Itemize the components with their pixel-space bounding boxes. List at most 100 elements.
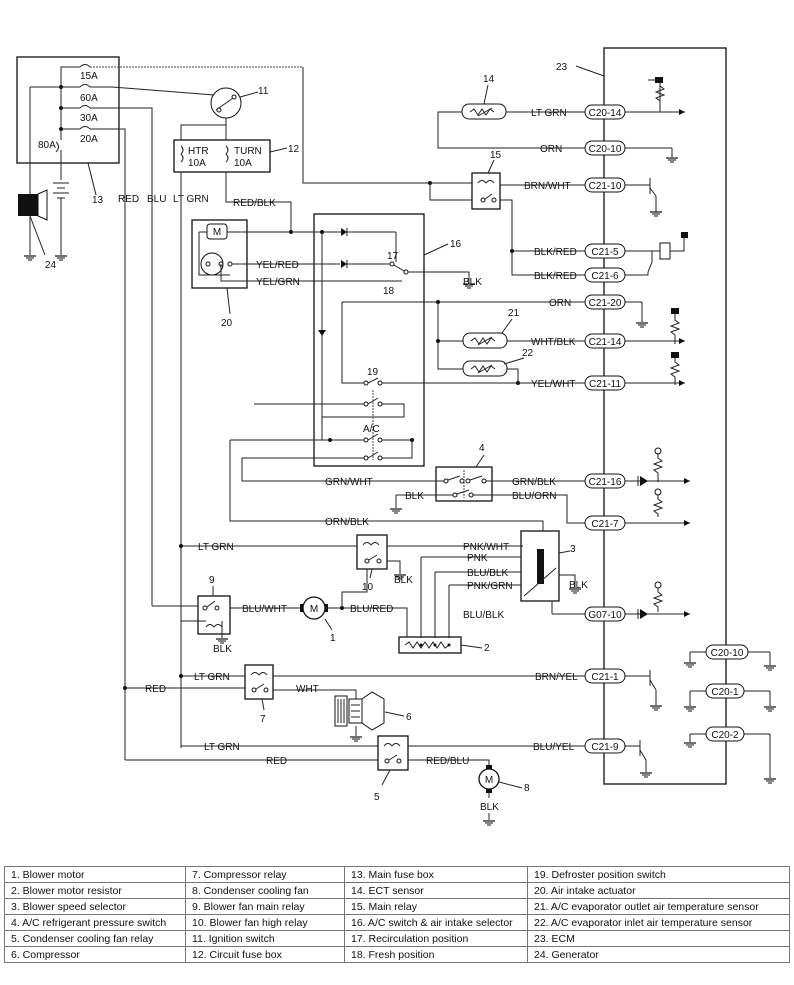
main-fuse-box: 15A 60A 30A 20A 80A 13 <box>16 56 303 760</box>
fuse-turn-amps: 10A <box>234 158 252 169</box>
compressor: 6 <box>334 691 412 742</box>
legend-item: 19. Defroster position switch <box>527 866 790 883</box>
wire-yel-grn-label: YEL/GRN <box>256 277 300 288</box>
ignition-switch: 11 <box>111 86 269 140</box>
ecm: 23 <box>556 47 777 785</box>
blower-motor-symbol: M <box>310 604 318 615</box>
connector-c20-10-right: C20-10 <box>711 648 744 659</box>
callout-7: 7 <box>260 714 266 725</box>
legend-item: 23. ECM <box>527 930 790 947</box>
legend-item: 11. Ignition switch <box>185 930 345 947</box>
ecm-connectors: C20-14 C20-10 C21-10 C21-5 C21-6 C21-20 … <box>584 104 749 754</box>
callout-15: 15 <box>490 150 502 161</box>
legend-item: 1. Blower motor <box>4 866 186 883</box>
connector-c20-2: C20-2 <box>711 730 739 741</box>
wire-lt-grn-10-label: LT GRN <box>198 542 234 553</box>
callout-16: 16 <box>450 239 462 250</box>
connector-c21-5: C21-5 <box>591 247 619 258</box>
connector-c21-16: C21-16 <box>589 477 622 488</box>
callout-19: 19 <box>367 367 379 378</box>
blower-speed-selector: 3 BLK <box>520 530 588 614</box>
legend-item: 4. A/C refrigerant pressure switch <box>4 914 186 931</box>
wire-blu-label: BLU <box>147 194 166 205</box>
blower-fan-high-relay: 10 <box>179 534 523 608</box>
wire-yel-wht-label: YEL/WHT <box>531 379 575 390</box>
callout-24: 24 <box>45 260 57 271</box>
wire-lt-grn-label: LT GRN <box>173 194 209 205</box>
fuse-20a-label: 20A <box>80 134 98 145</box>
ect-sensor: 14 <box>437 74 585 149</box>
callout-14: 14 <box>483 74 495 85</box>
wiring-diagram: 23 <box>16 47 777 826</box>
fuse-15a-label: 15A <box>80 71 98 82</box>
fuse-turn-label: TURN <box>234 146 262 157</box>
callout-22: 22 <box>522 348 534 359</box>
callout-4: 4 <box>479 443 485 454</box>
wire-brn-wht-label: BRN/WHT <box>524 181 571 192</box>
callout-2: 2 <box>484 643 490 654</box>
wire-orn-label: ORN <box>540 144 562 155</box>
connector-c20-1: C20-1 <box>711 687 739 698</box>
wire-red-label: RED <box>118 194 139 205</box>
connector-c20-10: C20-10 <box>589 144 622 155</box>
wire-blk-8-label: BLK <box>480 802 499 813</box>
wire-blk-17-label: BLK <box>463 277 482 288</box>
legend-item: 14. ECT sensor <box>344 882 528 899</box>
fuse-htr-amps: 10A <box>188 158 206 169</box>
condenser-cooling-fan: M BLK 8 <box>478 765 530 826</box>
wire-lt-grn-5-label: LT GRN <box>204 742 240 753</box>
wire-red-5-label: RED <box>266 756 287 767</box>
compressor-relay: 7 <box>123 664 585 725</box>
blower-motor: M 1 <box>300 596 408 644</box>
legend-item: 17. Recirculation position <box>344 930 528 947</box>
wire-red-7-label: RED <box>145 684 166 695</box>
connector-c21-7: C21-7 <box>591 519 619 530</box>
connector-c21-9: C21-9 <box>591 742 619 753</box>
connector-c21-20: C21-20 <box>589 298 622 309</box>
wire-grn-blk-label: GRN/BLK <box>512 477 556 488</box>
connector-c20-14: C20-14 <box>589 108 622 119</box>
callout-5: 5 <box>374 792 380 803</box>
fan-motor-symbol: M <box>485 775 493 786</box>
legend-item: 16. A/C switch & air intake selector <box>344 914 528 931</box>
callout-17: 17 <box>387 251 399 262</box>
wire-blk-3-label: BLK <box>569 580 588 591</box>
wire-blu-wht-label: BLU/WHT <box>242 604 287 615</box>
legend-item: 22. A/C evaporator inlet air temperature… <box>527 914 790 931</box>
component-legend: 1. Blower motor 7. Compressor relay 13. … <box>4 866 790 963</box>
wire-pnk-grn-label: PNK/GRN <box>467 581 513 592</box>
main-relay: 15 <box>429 150 585 276</box>
wire-blu-red-label: BLU/RED <box>350 604 393 615</box>
actuator-motor-symbol: M <box>213 227 221 238</box>
ac-switch-label: A/C <box>363 424 380 435</box>
wire-brn-yel-label: BRN/YEL <box>535 672 578 683</box>
evaporator-outlet-sensor: 21 <box>462 308 585 349</box>
condenser-cooling-fan-relay: 5 <box>125 735 585 803</box>
connector-g07-10: G07-10 <box>588 610 622 621</box>
callout-3: 3 <box>570 544 576 555</box>
callout-23: 23 <box>556 62 568 73</box>
callout-8: 8 <box>524 783 530 794</box>
legend-item: 24. Generator <box>527 946 790 963</box>
wire-blu-yel-label: BLU/YEL <box>533 742 575 753</box>
callout-20: 20 <box>221 318 233 329</box>
blower-fan-main-relay: 9 <box>152 575 300 644</box>
legend-row: 5. Condenser cooling fan relay 11. Ignit… <box>4 930 790 947</box>
legend-item: 7. Compressor relay <box>185 866 345 883</box>
wire-lt-grn-7-label: LT GRN <box>194 672 230 683</box>
generator: 24 <box>18 189 57 271</box>
wire-blk-9-label: BLK <box>213 644 232 655</box>
wire-grn-wht-label: GRN/WHT <box>325 477 373 488</box>
circuit-fuse-box: HTR 10A TURN 10A 12 <box>173 139 300 748</box>
evaporator-inlet-sensor: 22 <box>462 348 534 383</box>
air-intake-actuator: M 20 <box>191 219 340 329</box>
wire-red-blk-label: RED/BLK <box>233 198 276 209</box>
callout-18: 18 <box>383 286 395 297</box>
wire-wht-blk-label: WHT/BLK <box>531 337 576 348</box>
legend-item: 9. Blower fan main relay <box>185 898 345 915</box>
legend-row: 3. Blower speed selector 9. Blower fan m… <box>4 898 790 915</box>
connector-c21-11: C21-11 <box>589 379 621 390</box>
wire-blu-blk-3-label: BLU/BLK <box>467 568 508 579</box>
wire-lt-grn-ect-label: LT GRN <box>531 108 567 119</box>
fuse-60a-label: 60A <box>80 93 98 104</box>
